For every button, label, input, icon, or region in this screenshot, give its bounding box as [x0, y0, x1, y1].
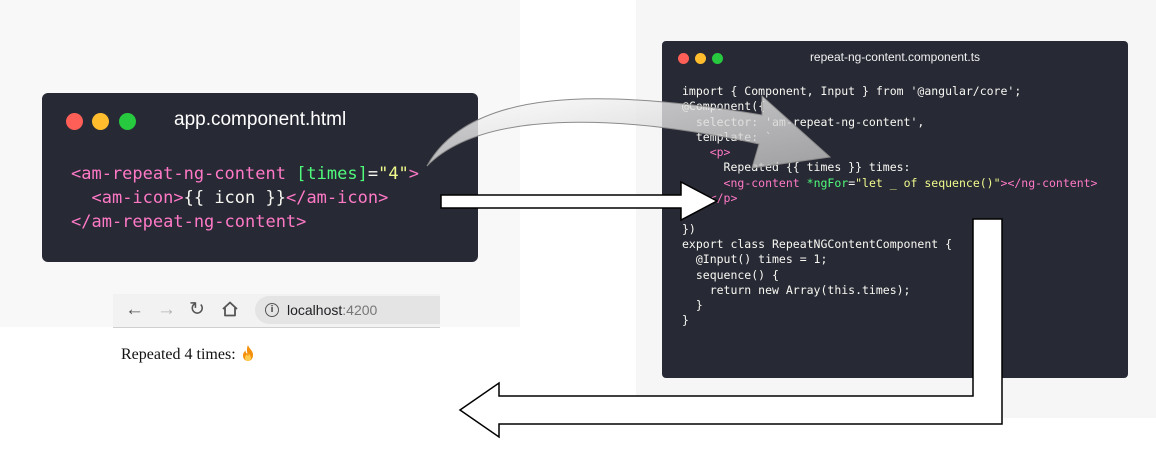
home-icon[interactable] — [221, 300, 239, 324]
code-string: "let _ of sequence()" — [855, 175, 1001, 190]
code-block: <am-repeat-ng-content [times]="4"> <am-i… — [71, 162, 419, 234]
maximize-dot-icon — [119, 113, 136, 130]
url-host: localhost — [287, 302, 343, 318]
minimize-dot-icon — [92, 113, 109, 130]
code-indent — [71, 188, 91, 208]
code-tag: <am-icon> — [91, 188, 184, 208]
address-bar[interactable]: i localhost:4200 — [255, 296, 440, 324]
code-line: </p> — [682, 191, 1097, 206]
code-line: }) — [682, 221, 696, 236]
code-tag: <ng-content — [723, 175, 807, 190]
app-component-window: app.component.html <am-repeat-ng-content… — [42, 93, 478, 262]
code-line: } — [682, 313, 689, 328]
code-tag: <am-repeat-ng-content — [71, 164, 297, 184]
code-line: ` — [682, 206, 703, 221]
code-tag: ></ng-content> — [1000, 175, 1098, 190]
code-string: "4" — [378, 164, 409, 184]
back-arrow-icon[interactable]: ← — [125, 299, 144, 320]
code-line: </am-repeat-ng-content> — [71, 212, 307, 232]
code-line: } — [682, 298, 703, 313]
code-line: sequence() { — [682, 267, 779, 282]
code-line: <am-icon>{{ icon }}</am-icon> — [71, 186, 419, 210]
code-indent — [682, 176, 724, 190]
code-tag: </p> — [709, 191, 738, 206]
code-block: import { Component, Input } from '@angul… — [682, 84, 1097, 329]
maximize-dot-icon — [712, 53, 723, 64]
code-tag: <p> — [709, 145, 731, 160]
code-text: {{ icon }} — [183, 188, 286, 208]
code-line: template: ` — [682, 129, 773, 144]
rendered-output: Repeated 4 times: — [121, 344, 256, 367]
code-tag: > — [408, 164, 420, 184]
close-dot-icon — [678, 53, 689, 64]
minimize-dot-icon — [695, 53, 706, 64]
code-line: Repeated {{ times }} times: — [682, 160, 911, 175]
code-indent — [682, 145, 710, 159]
browser-toolbar: ← → ↻ i localhost:4200 — [113, 294, 440, 328]
code-line: export class RepeatNGContentComponent { — [682, 236, 953, 251]
info-icon[interactable]: i — [265, 303, 279, 317]
code-equals: = — [367, 164, 379, 184]
code-line: @Component({ — [682, 99, 766, 114]
window-title: repeat-ng-content.component.ts — [809, 50, 981, 64]
reload-icon[interactable]: ↻ — [189, 299, 205, 320]
code-indent — [682, 191, 710, 205]
output-text: Repeated 4 times: — [121, 346, 240, 363]
url-text: localhost:4200 — [287, 302, 377, 318]
code-line: import { Component, Input } from '@angul… — [682, 84, 1022, 98]
code-tag: </am-icon> — [285, 188, 389, 208]
code-attribute: [times] — [296, 164, 368, 184]
url-port: :4200 — [342, 302, 378, 318]
code-line: selector: 'am-repeat-ng-content', — [682, 114, 925, 129]
code-attribute: *ngFor — [806, 175, 849, 190]
forward-arrow-icon[interactable]: → — [157, 299, 176, 320]
repeat-component-window: repeat-ng-content.component.ts import { … — [662, 41, 1128, 378]
code-line: <ng-content *ngFor="let _ of sequence()"… — [682, 175, 1098, 191]
flame-icon — [240, 344, 256, 367]
close-dot-icon — [66, 113, 83, 130]
code-line: return new Array(this.times); — [682, 282, 911, 297]
code-line: <p> — [682, 145, 1097, 160]
home-icon-svg — [222, 301, 238, 317]
window-title: app.component.html — [174, 109, 347, 130]
code-line: <am-repeat-ng-content [times]="4"> — [71, 162, 419, 186]
code-line: @Input() times = 1; — [682, 252, 828, 267]
code-equals: = — [848, 175, 856, 190]
